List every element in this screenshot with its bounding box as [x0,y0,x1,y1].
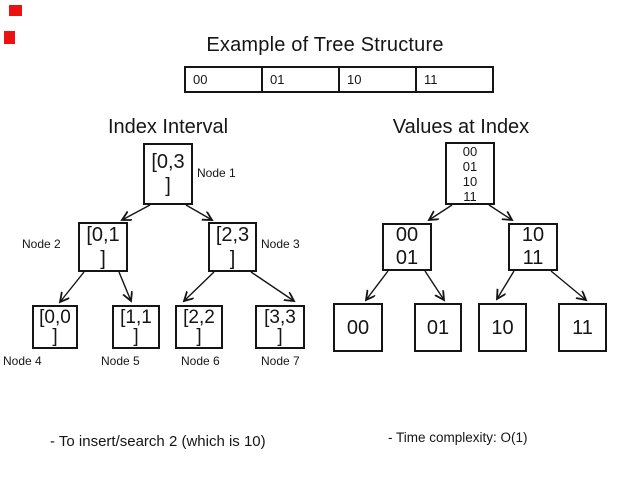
interval-node-5: [1,1 ] [112,305,160,349]
node-2-label: Node 2 [22,237,61,251]
red-marker-1 [9,5,22,16]
node-3-label: Node 3 [261,237,300,251]
node-5-label: Node 5 [101,354,140,368]
red-marker-2 [4,31,15,44]
right-tree-title: Values at Index [392,116,530,138]
array-cell-10: 10 [338,68,415,91]
interval-node-6: [2,2 ] [175,305,223,349]
node-6-label: Node 6 [181,354,220,368]
values-mid-right: 10 11 [508,223,558,271]
interval-node-1: [0,3 ] [143,143,193,205]
values-leaf-10: 10 [478,303,527,352]
insert-search-notes: - To insert/search 2 (which is 10) Look … [50,433,266,450]
array-cell-01: 01 [261,68,338,91]
values-root: 00 01 10 11 [445,142,495,205]
array-cell-00: 00 [193,72,208,87]
interval-node-2: [0,1 ] [78,222,128,272]
node-1-label: Node 1 [197,166,236,180]
array-cell-11: 11 [415,68,492,91]
complexity-notes: - Time complexity: O(1) - Constant! [388,430,528,445]
values-leaf-00: 00 [333,303,383,352]
slide-title: Example of Tree Structure [206,34,444,56]
interval-node-3: [2,3 ] [208,222,257,272]
node-7-label: Node 7 [261,354,300,368]
left-tree-title: Index Interval [107,116,229,138]
interval-node-4: [0,0 ] [32,305,78,349]
array-table: 00 01 10 11 [184,66,494,93]
values-mid-left: 00 01 [382,223,432,271]
values-leaf-11: 11 [558,303,607,352]
interval-node-7: [3,3 ] [255,305,305,349]
node-4-label: Node 4 [3,354,42,368]
values-leaf-01: 01 [414,303,462,352]
